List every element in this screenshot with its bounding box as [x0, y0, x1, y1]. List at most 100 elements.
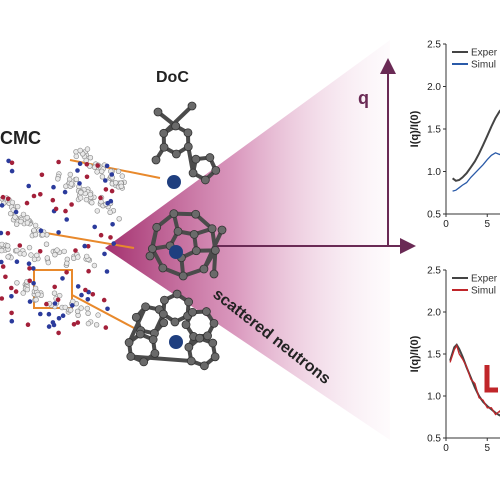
snapshot-anion: [9, 285, 14, 291]
x-tick-label: 5: [484, 443, 490, 454]
snapshot-cation: [103, 178, 108, 183]
snapshot-cation: [56, 316, 62, 321]
series-line-experiment: [451, 109, 500, 182]
snapshot-cation: [26, 261, 32, 267]
y-axis-label: I(q)/I(0): [409, 335, 421, 372]
snapshot-cation: [110, 222, 115, 227]
atom: [152, 222, 162, 232]
atom: [208, 338, 218, 348]
atom: [139, 357, 149, 367]
atom: [199, 264, 209, 274]
atom: [184, 297, 194, 307]
series-line-simulation: [449, 343, 500, 416]
snapshot-carbon-atom: [20, 290, 26, 296]
snapshot-cation: [75, 168, 80, 173]
bond: [128, 354, 194, 363]
snapshot-carbon-atom: [94, 169, 100, 175]
snapshot-carbon-atom: [93, 322, 100, 328]
atom: [145, 251, 155, 261]
legend-label: Simul: [471, 286, 496, 297]
snapshot-carbon-atom: [21, 251, 27, 257]
snapshot-carbon-atom: [24, 286, 30, 293]
snapshot-cation: [62, 189, 68, 195]
atom: [195, 333, 205, 343]
snapshot-carbon-atom: [14, 247, 20, 254]
snapshot-cation: [75, 284, 81, 289]
snapshot-cation: [77, 161, 83, 166]
snapshot-cation: [64, 217, 69, 222]
atom: [171, 121, 181, 131]
snapshot-carbon-atom: [35, 291, 41, 298]
atom: [159, 128, 169, 138]
snapshot-cation: [77, 181, 82, 186]
snapshot-cation: [51, 184, 56, 190]
snapshot-carbon-atom: [39, 232, 46, 238]
snapshot-cation: [0, 203, 5, 208]
snapshot-carbon-atom: [15, 203, 21, 210]
snapshot-cation: [14, 259, 20, 265]
atom: [210, 352, 220, 362]
snapshot-anion: [109, 188, 115, 194]
y-tick-label: 1.5: [427, 350, 441, 361]
atom: [147, 244, 157, 254]
snapshot-carbon-atom: [73, 176, 80, 183]
snapshot-anion: [101, 297, 107, 303]
atom: [183, 128, 193, 138]
snapshot-carbon-atom: [91, 262, 98, 269]
snapshot-carbon-atom: [87, 191, 94, 198]
snapshot-carbon-atom: [83, 253, 90, 260]
atom: [131, 312, 141, 322]
snapshot-cation: [27, 299, 33, 304]
snapshot-cation: [6, 158, 11, 164]
snapshot-cation: [104, 269, 110, 274]
atom: [186, 356, 196, 366]
ion-icon: [169, 245, 183, 259]
scattering-cone: [105, 40, 390, 440]
atom: [191, 154, 201, 164]
snapshot-carbon-atom: [98, 168, 105, 175]
y-tick-label: 2.0: [427, 82, 441, 93]
snapshot-cation: [9, 318, 15, 324]
snapshot-cation: [70, 303, 75, 308]
snapshot-anion: [90, 292, 96, 297]
snapshot-carbon-atom: [64, 260, 70, 266]
atom: [124, 338, 134, 347]
snapshot-carbon-atom: [32, 285, 39, 291]
snapshot-cation: [13, 209, 19, 215]
snapshot-carbon-atom: [73, 153, 80, 160]
snapshot-anion: [73, 248, 78, 253]
snapshot-carbon-atom: [62, 304, 68, 311]
snapshot-anion: [3, 274, 8, 280]
snapshot-carbon-atom: [84, 146, 91, 152]
y-tick-label: 2.5: [427, 266, 441, 277]
atom: [181, 320, 191, 330]
snapshot-cation: [111, 241, 116, 246]
snapshot-carbon-atom: [5, 254, 11, 260]
snapshot-anion: [0, 194, 6, 200]
atom: [209, 269, 219, 279]
y-tick-label: 1.0: [427, 392, 441, 403]
snapshot-anion: [71, 322, 77, 327]
snapshot-carbon-atom: [43, 241, 50, 247]
snapshot-anion: [85, 244, 91, 249]
snapshot-cation: [52, 301, 58, 306]
snapshot-cation: [50, 320, 56, 325]
q-label: q: [358, 88, 369, 108]
snapshot-carbon-atom: [20, 211, 27, 218]
bond: [186, 144, 196, 175]
x-tick-label: 0: [443, 219, 449, 230]
y-tick-label: 0.5: [427, 210, 441, 221]
atom: [172, 289, 182, 299]
snapshot-carbon-atom: [4, 243, 11, 249]
atom: [158, 263, 168, 273]
atom: [200, 175, 210, 185]
snapshot-anion: [63, 208, 68, 214]
doc-label: DoC: [156, 69, 189, 86]
snapshot-carbon-atom: [68, 181, 75, 187]
connector-middle: [39, 231, 135, 249]
x-tick-label: 5: [484, 219, 490, 230]
atom: [183, 142, 193, 152]
atom: [189, 229, 199, 239]
snapshot-cation: [56, 230, 61, 235]
